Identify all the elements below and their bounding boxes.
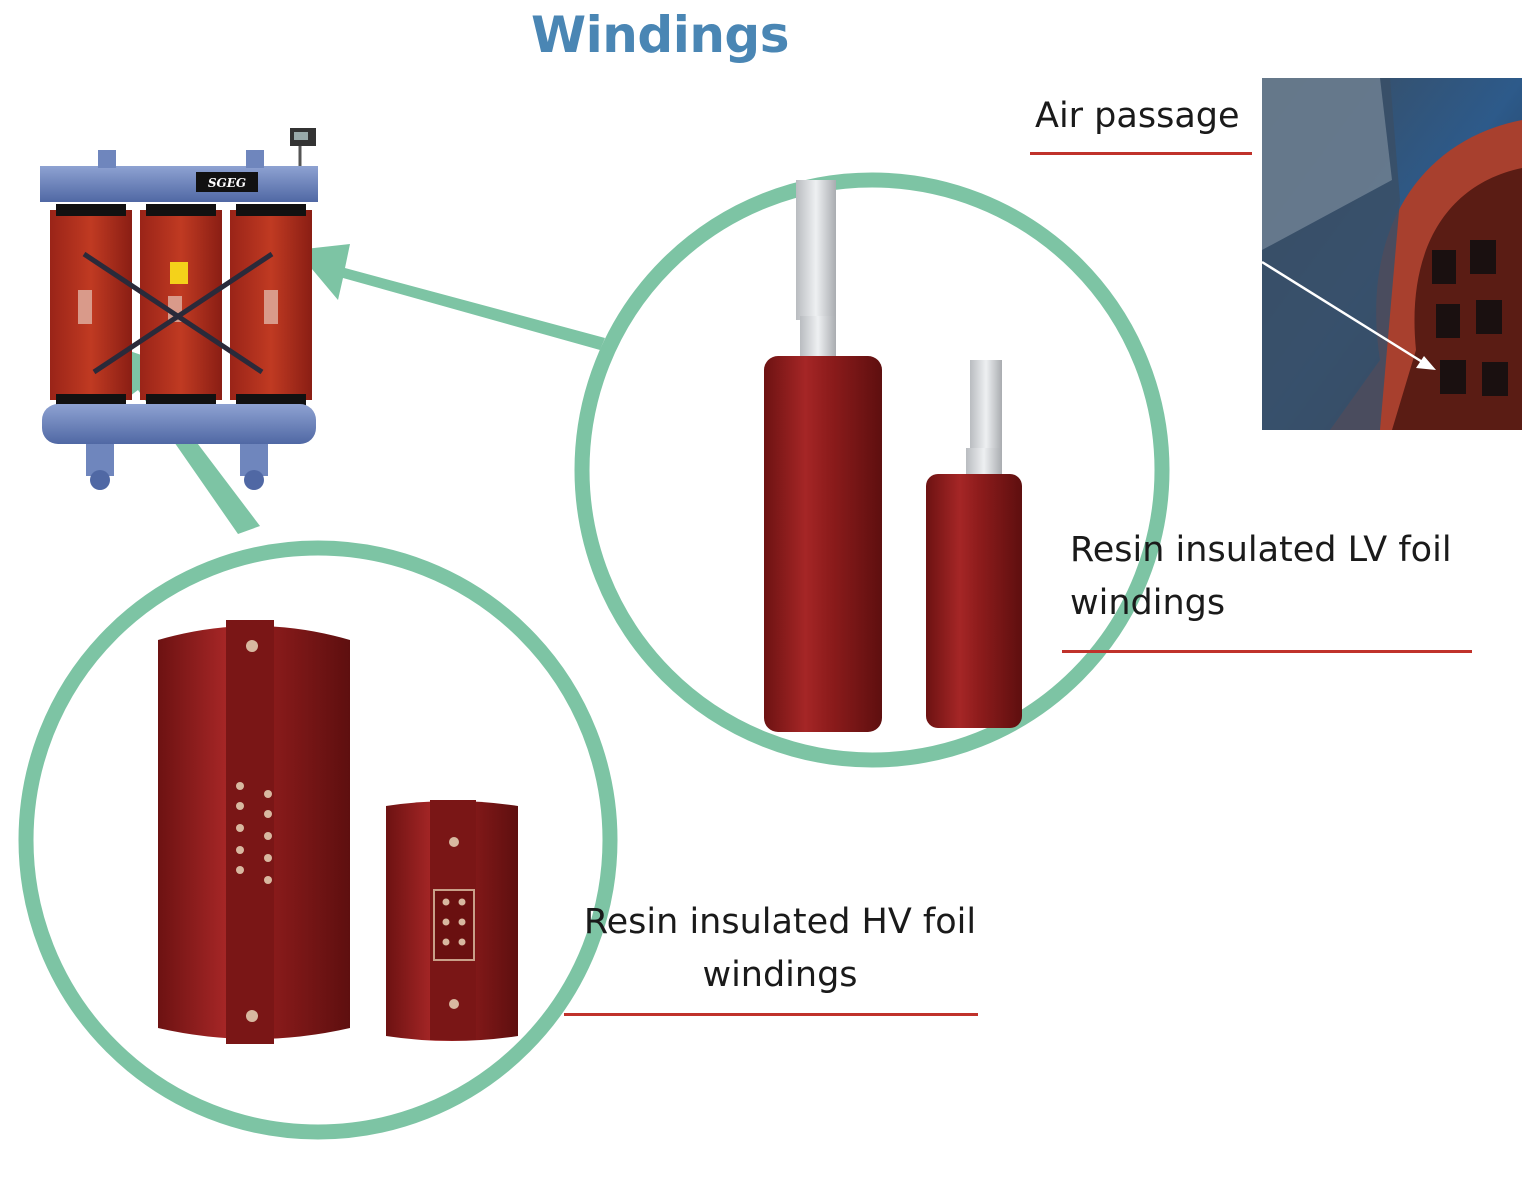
transformer-nameplate: SGEG <box>208 176 246 190</box>
lv-winding-illustration <box>764 180 1022 732</box>
arrow-lv-to-transformer <box>296 244 605 350</box>
lv-winding-label: Resin insulated LV foil windings <box>1070 524 1452 630</box>
air-passage-photo <box>1261 78 1522 430</box>
hv-winding-underline <box>564 1013 978 1016</box>
hv-winding-label: Resin insulated HV foil windings <box>560 896 1000 1002</box>
lv-winding-label-line1: Resin insulated LV foil <box>1070 530 1452 570</box>
hv-winding-label-line2: windings <box>702 955 858 995</box>
air-passage-underline <box>1030 152 1252 155</box>
lv-detail-circle <box>574 172 1170 768</box>
page-title: Windings <box>531 6 789 64</box>
hv-detail-circle <box>18 540 618 1140</box>
air-passage-label: Air passage <box>1035 96 1240 136</box>
hv-winding-label-line1: Resin insulated HV foil <box>583 902 977 942</box>
lv-winding-label-line2: windings <box>1070 583 1226 623</box>
transformer-illustration <box>40 128 318 490</box>
lv-winding-underline <box>1062 650 1472 653</box>
hv-winding-illustration <box>158 620 518 1044</box>
